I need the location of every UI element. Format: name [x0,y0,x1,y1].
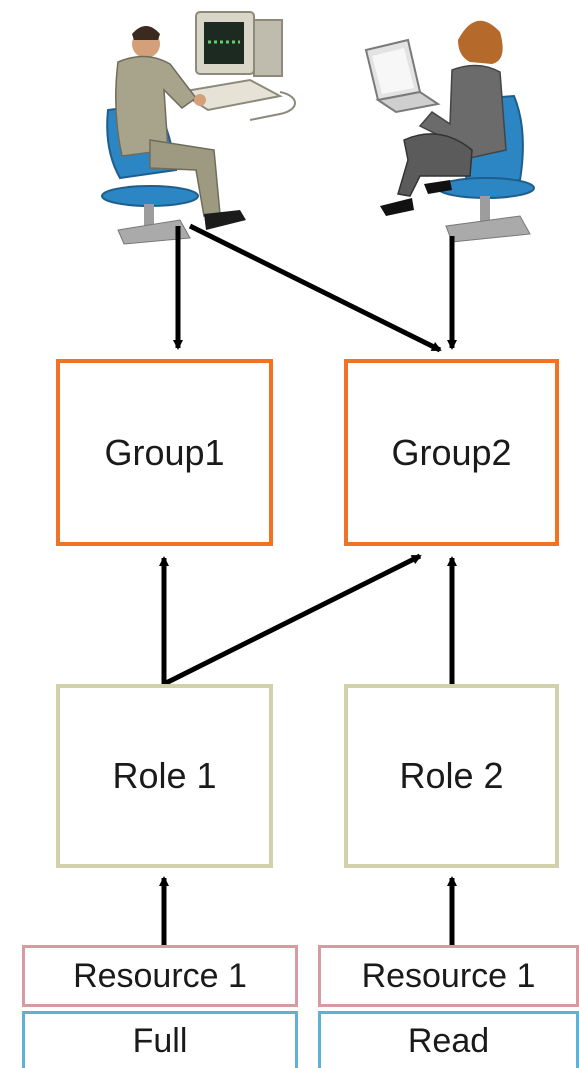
woman-at-laptop-icon [364,20,535,243]
arrow-user1-to-group2 [188,223,442,353]
role1-label: Role 1 [112,755,217,796]
arrow-role1-to-group2 [162,553,422,687]
group2-box: Group2 [344,359,559,546]
permission-label-full: Full [132,1021,188,1060]
group1-box: Group1 [56,359,273,546]
man-at-desktop-computer-icon [101,11,296,245]
role2-box: Role 2 [344,684,559,868]
resource-box-1: Resource 1 [22,945,298,1007]
resource-label-1: Resource 1 [73,956,247,995]
permission-label-read: Read [407,1021,490,1060]
role2-label: Role 2 [399,755,504,796]
group2-label: Group2 [391,431,512,473]
resource-label-2: Resource 1 [361,956,536,995]
group1-label: Group1 [104,431,225,473]
permission-box-full: Full [22,1011,298,1068]
resource-box-2: Resource 1 [318,945,579,1007]
role1-box: Role 1 [56,684,273,868]
permission-box-read: Read [318,1011,579,1068]
